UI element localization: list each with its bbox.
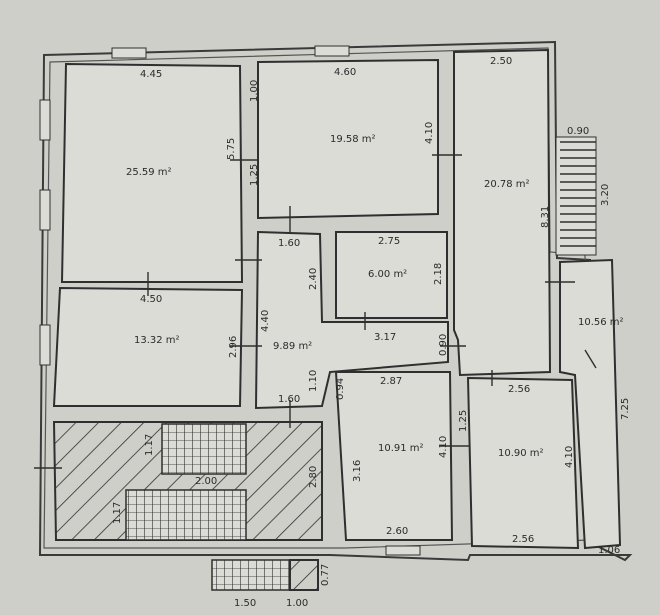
dimension-label: 1.25: [458, 410, 469, 432]
dimension-label: 0.90: [438, 334, 449, 356]
dimension-label: 0.94: [335, 378, 346, 400]
dimension-label: 2.80: [308, 466, 319, 488]
dimension-label: 1.06: [598, 545, 620, 556]
room-r7: [334, 371, 454, 541]
dimension-label: 1.17: [112, 502, 123, 524]
dimension-label: 3.16: [352, 460, 363, 482]
dimension-label: 0.77: [320, 564, 331, 586]
area-label-r8: 10.90 m²: [498, 448, 544, 459]
grid-block-lower: [125, 489, 247, 541]
dimension-label: 1.25: [249, 164, 260, 186]
area-label-r4: 6.00 m²: [368, 269, 407, 280]
dimension-label: 1.00: [249, 80, 260, 102]
dimension-label: 2.60: [386, 526, 408, 537]
dimension-label: 1.60: [278, 394, 300, 405]
dimension-label: 2.56: [508, 384, 530, 395]
area-label-r9: 10.56 m²: [578, 317, 624, 328]
room-r3: [453, 48, 552, 377]
dimension-label: 8.31: [540, 206, 551, 228]
grid-block-upper: [161, 423, 247, 475]
entrance-steps: [211, 559, 291, 591]
dimension-label: 2.87: [380, 376, 402, 387]
dimension-label: 2.40: [308, 268, 319, 290]
area-label-r6: 9.89 m²: [273, 341, 312, 352]
room-r2: [257, 58, 439, 220]
dimension-label: 4.10: [564, 446, 575, 468]
area-label-r1: 25.59 m²: [126, 167, 172, 178]
entrance-porch: [289, 559, 319, 591]
exterior-stairs: [560, 141, 596, 247]
dimension-label: 1.60: [278, 238, 300, 249]
dimension-label: 2.96: [228, 336, 239, 358]
dimension-label: 5.75: [226, 138, 237, 160]
area-label-r7: 10.91 m²: [378, 443, 424, 454]
dimension-label: 1.10: [308, 370, 319, 392]
dimension-label: 4.60: [334, 67, 356, 78]
dimension-label: 1.00: [286, 598, 308, 609]
door-marks: [34, 154, 597, 469]
dimension-label: 1.17: [144, 434, 155, 456]
room-r5: [52, 286, 244, 407]
dimension-label: 4.45: [140, 69, 162, 80]
area-label-r5: 13.32 m²: [134, 335, 180, 346]
dimension-label: 2.18: [433, 263, 444, 285]
dimension-label: 4.10: [438, 436, 449, 458]
dimension-label: 3.20: [600, 184, 611, 206]
dimension-label: 2.00: [195, 476, 217, 487]
room-r9: [559, 258, 622, 550]
dimension-label: 7.25: [620, 398, 631, 420]
dimension-label: 3.17: [374, 332, 396, 343]
room-r4: [335, 231, 448, 319]
area-label-r3: 20.78 m²: [484, 179, 530, 190]
hatched-storage: [52, 421, 323, 541]
room-r8: [466, 376, 580, 550]
area-label-r2: 19.58 m²: [330, 134, 376, 145]
dimension-label: 4.40: [260, 310, 271, 332]
dimension-label: 4.10: [424, 122, 435, 144]
room-r1: [60, 62, 244, 283]
dimension-label: 2.50: [490, 56, 512, 67]
dimension-label: 2.75: [378, 236, 400, 247]
dimension-label: 4.50: [140, 294, 162, 305]
dimension-label: 2.56: [512, 534, 534, 545]
dimension-label: 1.50: [234, 598, 256, 609]
room-r6: [254, 230, 449, 410]
dimension-label: 0.90: [567, 126, 589, 137]
